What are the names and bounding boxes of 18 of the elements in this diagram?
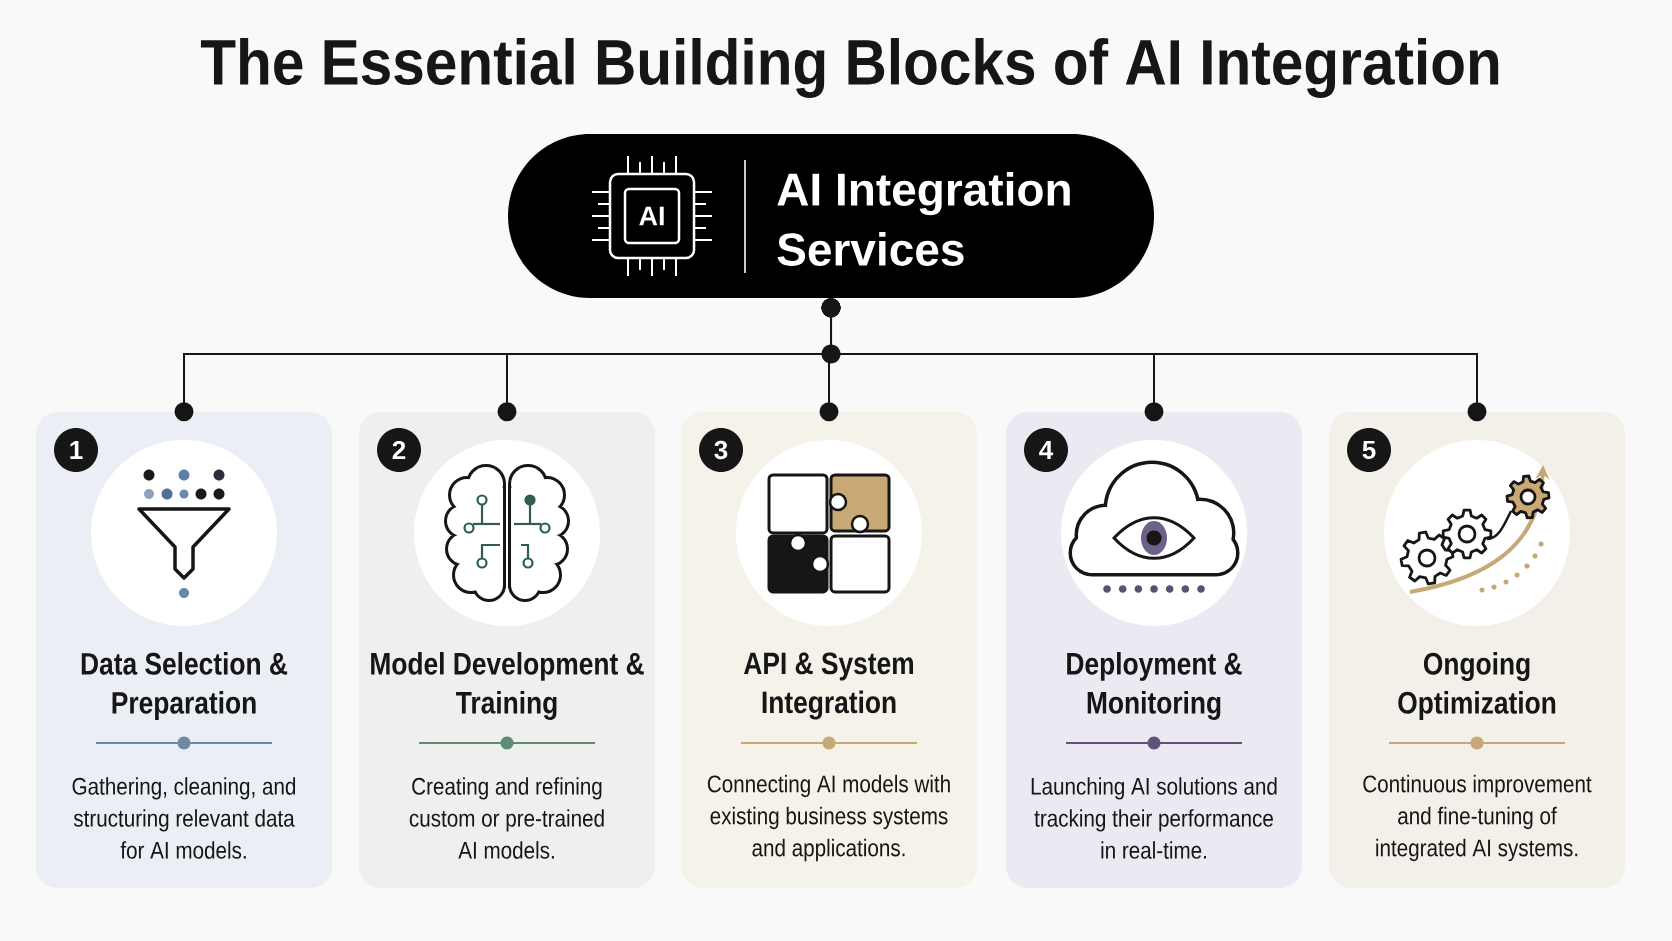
card-title: API & System Integration [744,652,913,720]
chip-label: AI [623,187,681,245]
card-title: Data Selection & Preparation [81,652,288,720]
number-badge: 5 [1347,428,1391,472]
connector [821,298,1487,422]
card-title: Deployment & Monitoring [1067,651,1242,720]
card-description: Gathering, cleaning, and structuring relevant data for AI models. [72,777,296,859]
card-title: Ongoing Optimization [1398,652,1556,720]
card-title: Model Development & Training [371,651,644,720]
card-description: Launching AI solutions and tracking their performance in real-time. [1031,777,1277,859]
number-badge: 4 [1024,428,1068,472]
card-description: Creating and refining custom or pre-trained AI models. [409,777,604,859]
title: The Essential Building Blocks of AI Integration [200,38,1499,98]
number-badge: 2 [377,428,421,472]
number-badge: 3 [699,428,743,472]
number-badge: 1 [54,428,98,472]
card-description: Connecting AI models with existing business systems and applications. [707,774,950,862]
card-description: Continuous improvement and fine-tuning of integrated AI systems. [1363,774,1592,862]
